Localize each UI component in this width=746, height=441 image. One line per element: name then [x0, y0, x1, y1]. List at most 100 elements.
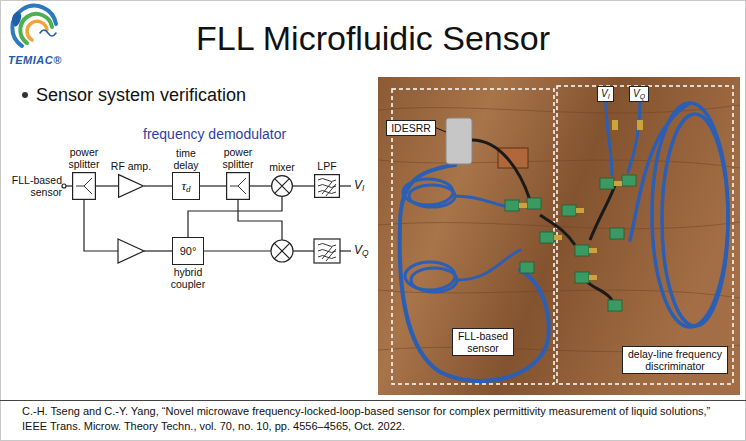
- process-box: 90°hybrid coupler: [172, 237, 204, 265]
- input-port: [62, 184, 66, 188]
- node-text: FLL-based sensor: [456, 330, 510, 354]
- wire: [144, 250, 172, 251]
- connector: [554, 235, 562, 240]
- demodulator-wires: [62, 184, 351, 263]
- rf-component: [575, 272, 589, 283]
- node-text: delay-line frequency discriminator: [626, 348, 724, 372]
- mixer-symbol: [271, 240, 293, 262]
- photo-label: IDESRR: [386, 120, 436, 136]
- logo-arc: [12, 6, 56, 46]
- amplifier-symbol: [118, 239, 144, 263]
- lpf-symbol: [314, 174, 340, 198]
- slide-title: FLL Microfluidic Sensor: [0, 17, 746, 59]
- rf-component: [575, 245, 589, 256]
- wood-table: [378, 77, 740, 395]
- subscript: Q: [640, 93, 645, 100]
- splitter-mark: [76, 178, 92, 194]
- section-label: frequency demodulator: [143, 126, 286, 142]
- wire: [238, 200, 282, 240]
- cable: [540, 215, 575, 245]
- connector: [519, 203, 527, 208]
- mixer-cross: [274, 243, 290, 259]
- node-footnote: hybrid coupler: [165, 266, 211, 290]
- filter-symbol: [314, 239, 340, 263]
- rf-component: [610, 228, 624, 239]
- bullet-text: Sensor system verification: [36, 84, 246, 106]
- splitter-outline: [227, 173, 250, 200]
- cable-coil: [652, 103, 728, 327]
- filter-waves: [318, 179, 336, 197]
- signal-wire: [144, 185, 172, 186]
- subscript: d: [186, 184, 191, 194]
- connector: [589, 275, 597, 280]
- caption: C.-H. Tseng and C.-Y. Yang, “Novel micro…: [22, 404, 734, 434]
- amp-symbol: [118, 174, 144, 198]
- logo: [12, 6, 56, 46]
- signal-name: VQ: [354, 242, 369, 258]
- cable-coil: [662, 114, 728, 326]
- wire: [293, 250, 314, 251]
- connectors: [519, 120, 643, 280]
- node-text: 90°: [180, 245, 197, 257]
- subscript: I: [362, 183, 364, 193]
- wood-grain: [378, 105, 740, 352]
- splitter-outline: [73, 173, 96, 200]
- amplifier: RF amp.: [118, 174, 144, 198]
- rf-component: [562, 205, 576, 216]
- wire: [84, 200, 118, 251]
- rf-component: [505, 200, 519, 211]
- signal-wire: [200, 185, 226, 186]
- rf-component: [622, 175, 636, 186]
- connector: [612, 120, 618, 130]
- cable: [457, 250, 520, 280]
- logo-text: TEMIAC®: [8, 54, 62, 66]
- splitter-symbol: [72, 172, 96, 200]
- setup-photo: [378, 77, 740, 395]
- filter-waves: [318, 244, 336, 262]
- signal-wire: [250, 185, 271, 186]
- signal-name: VI: [354, 177, 364, 193]
- rf-component: [520, 262, 534, 273]
- cable-coil: [409, 185, 455, 207]
- subscript: I: [608, 93, 610, 100]
- node-heading: power splitter: [57, 146, 111, 170]
- node-heading: RF amp.: [101, 160, 161, 172]
- mixer: mixer: [271, 175, 293, 197]
- cable: [606, 102, 612, 175]
- rf-component: [527, 198, 541, 209]
- wire: [340, 250, 351, 251]
- low-pass-filter: LPF: [314, 174, 340, 198]
- connector: [614, 181, 622, 186]
- filter-outline: [315, 175, 340, 198]
- black-cables: [472, 140, 615, 300]
- blue-cables: [400, 102, 728, 381]
- sensor-device: [446, 118, 472, 164]
- connector: [637, 120, 643, 130]
- signal-wire: [188, 197, 282, 237]
- connector: [589, 248, 597, 253]
- cable: [455, 196, 505, 206]
- signal-tag: VQ: [629, 86, 649, 102]
- grain-line: [378, 160, 740, 168]
- rf-component: [540, 232, 554, 243]
- cable: [400, 165, 549, 381]
- amplifier-outline: [119, 175, 144, 198]
- photo-label: FLL-based sensor: [452, 328, 514, 356]
- subscript: Q: [362, 248, 369, 258]
- signal-wire: [293, 185, 314, 186]
- mixer-cross: [275, 179, 290, 194]
- input-label: FLL-based sensor: [6, 174, 62, 198]
- cable: [630, 103, 690, 240]
- rf-components: [505, 175, 636, 311]
- node-heading: power splitter: [211, 146, 265, 170]
- cable: [628, 102, 640, 172]
- mixer-symbol: [271, 175, 293, 197]
- power-splitter: power splitter: [226, 172, 250, 200]
- dashed-region: [557, 86, 733, 384]
- logo-arc: [20, 14, 52, 43]
- logo-island: [12, 12, 21, 27]
- mixer-outline: [272, 176, 293, 197]
